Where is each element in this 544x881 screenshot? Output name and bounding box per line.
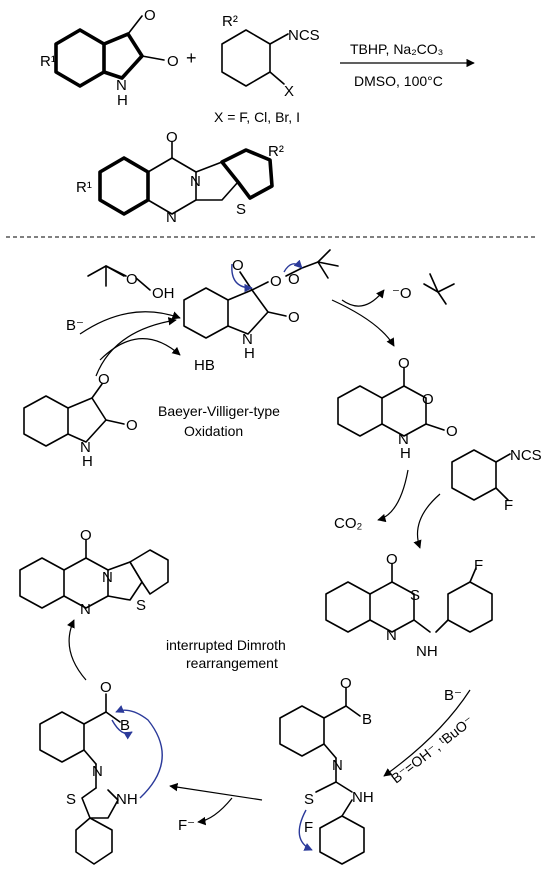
conditions-line-1: TBHP, Na₂CO₃	[350, 41, 443, 57]
final-n2-label: N	[80, 601, 91, 618]
r2-label: R²	[222, 13, 238, 30]
fluorophenyl-isothiocyanate	[451, 449, 511, 501]
dimroth-label-2: rearrangement	[186, 655, 278, 671]
fluoride-label: F⁻	[178, 817, 195, 834]
conditions-line-2: DMSO, 100°C	[354, 73, 443, 89]
btz-s-label: S	[410, 587, 420, 604]
baeyer-villiger-label-1: Baeyer-Villiger-type	[158, 403, 280, 419]
base-definition: B⁻=OH⁻, ᵗBuO⁻	[388, 712, 476, 786]
product-top	[98, 141, 274, 216]
fluoride-release-arrow	[197, 797, 233, 826]
isothiocyanate-reactant	[221, 29, 289, 87]
anhydride-o2: O	[422, 391, 434, 408]
dimroth-label-1: interrupted Dimroth	[166, 637, 286, 653]
adduct-co-label: O	[288, 309, 300, 326]
left-o-label: O	[100, 679, 112, 696]
thiourea-intermediate	[279, 687, 365, 865]
btz-f-label: F	[474, 557, 483, 574]
right-b-label: B	[362, 711, 372, 728]
anhydride-h: H	[400, 445, 411, 462]
adduct-push-arrow-1	[231, 263, 253, 293]
right-nh-label: NH	[352, 789, 374, 806]
final-o-label: O	[80, 527, 92, 544]
hb-curved-arrow	[79, 311, 181, 335]
left-n-label: N	[92, 763, 103, 780]
isatin-mech-o1: O	[98, 371, 110, 388]
tbuo-structure	[423, 273, 455, 305]
right-n-label: N	[332, 757, 343, 774]
anhydride-n: N	[398, 431, 409, 448]
base-curved-arrow	[99, 338, 181, 361]
ncs-label: NCS	[288, 27, 320, 44]
to-anhydride-arrow	[331, 299, 395, 347]
final-product-mechanism	[19, 539, 169, 609]
right-push-arrow	[298, 809, 313, 851]
isatin-oxo-label: O	[144, 7, 156, 24]
isatin-h-label: H	[117, 92, 128, 109]
r1-label: R¹	[40, 53, 56, 70]
dimroth-arrow	[66, 619, 87, 681]
isatin-mechanism	[23, 383, 125, 447]
adduct-n-label: N	[242, 331, 253, 348]
adduct-oo-label: O	[270, 273, 282, 290]
base-label: B⁻	[66, 317, 84, 334]
co2-label: CO₂	[334, 515, 363, 532]
adduct-o2-label: O	[288, 271, 300, 288]
mech-f-label: F	[504, 497, 513, 514]
tbuo-release-arrow	[341, 289, 385, 307]
peroxide-adduct	[183, 249, 339, 339]
isatin-mech-h: H	[82, 453, 93, 470]
isothiocyanate-addition-arrow	[413, 493, 441, 549]
isatin-reactant	[54, 15, 165, 88]
product-o-label: O	[166, 129, 178, 146]
product-n1-label: N	[190, 173, 201, 190]
product-n2-label: N	[166, 209, 177, 226]
mech-ncs-label: NCS	[510, 447, 542, 464]
right-f-label: F	[304, 819, 313, 836]
btz-n-label: N	[386, 627, 397, 644]
product-r2-label: R²	[268, 143, 284, 160]
x-label: X	[284, 83, 294, 100]
left-push-arrow	[115, 705, 163, 799]
tbhp-structure	[87, 265, 151, 291]
final-s-label: S	[136, 597, 146, 614]
product-r1-label: R¹	[76, 179, 92, 196]
co2-release-arrow	[377, 469, 409, 523]
left-push-arrow-2	[111, 719, 133, 740]
left-s-label: S	[66, 791, 76, 808]
right-s-label: S	[304, 791, 314, 808]
cyclization-arrow	[169, 782, 263, 801]
left-b-label: B	[120, 717, 130, 734]
adduct-push-arrow-2	[283, 259, 303, 273]
btz-o-label: O	[386, 551, 398, 568]
product-s-label: S	[236, 201, 246, 218]
btz-nh-label: NH	[416, 643, 438, 660]
x-definition: X = F, Cl, Br, I	[214, 109, 300, 125]
adduct-h-label: H	[244, 345, 255, 362]
isatin-nh-label: N	[116, 77, 127, 94]
isatin-oxo-label-2: O	[167, 53, 179, 70]
baeyer-villiger-label-2: Oxidation	[184, 423, 243, 439]
anhydride-o1: O	[398, 355, 410, 372]
isatin-to-adduct-arrow	[95, 317, 177, 377]
anhydride-o3: O	[446, 423, 458, 440]
isatin-mech-o2: O	[126, 417, 138, 434]
benzothiazinone-intermediate	[325, 563, 493, 633]
left-nh-label: NH	[116, 791, 138, 808]
adduct-o-minus-label: O	[232, 257, 244, 274]
isatin-mech-n: N	[80, 439, 91, 456]
plus-sign: +	[186, 48, 197, 68]
tbhp-oh-label: OH	[152, 285, 175, 302]
final-n1-label: N	[102, 569, 113, 586]
isatoic-anhydride	[337, 367, 445, 437]
right-o-label: O	[340, 675, 352, 692]
tbhp-o-label: O	[126, 271, 138, 288]
benzothiazole-imine-intermediate	[39, 693, 121, 865]
tbuo-label: ⁻O	[392, 285, 412, 302]
base-addition-arrow	[383, 689, 471, 777]
hb-label: HB	[194, 357, 215, 374]
base-b-label: B⁻	[444, 687, 462, 704]
